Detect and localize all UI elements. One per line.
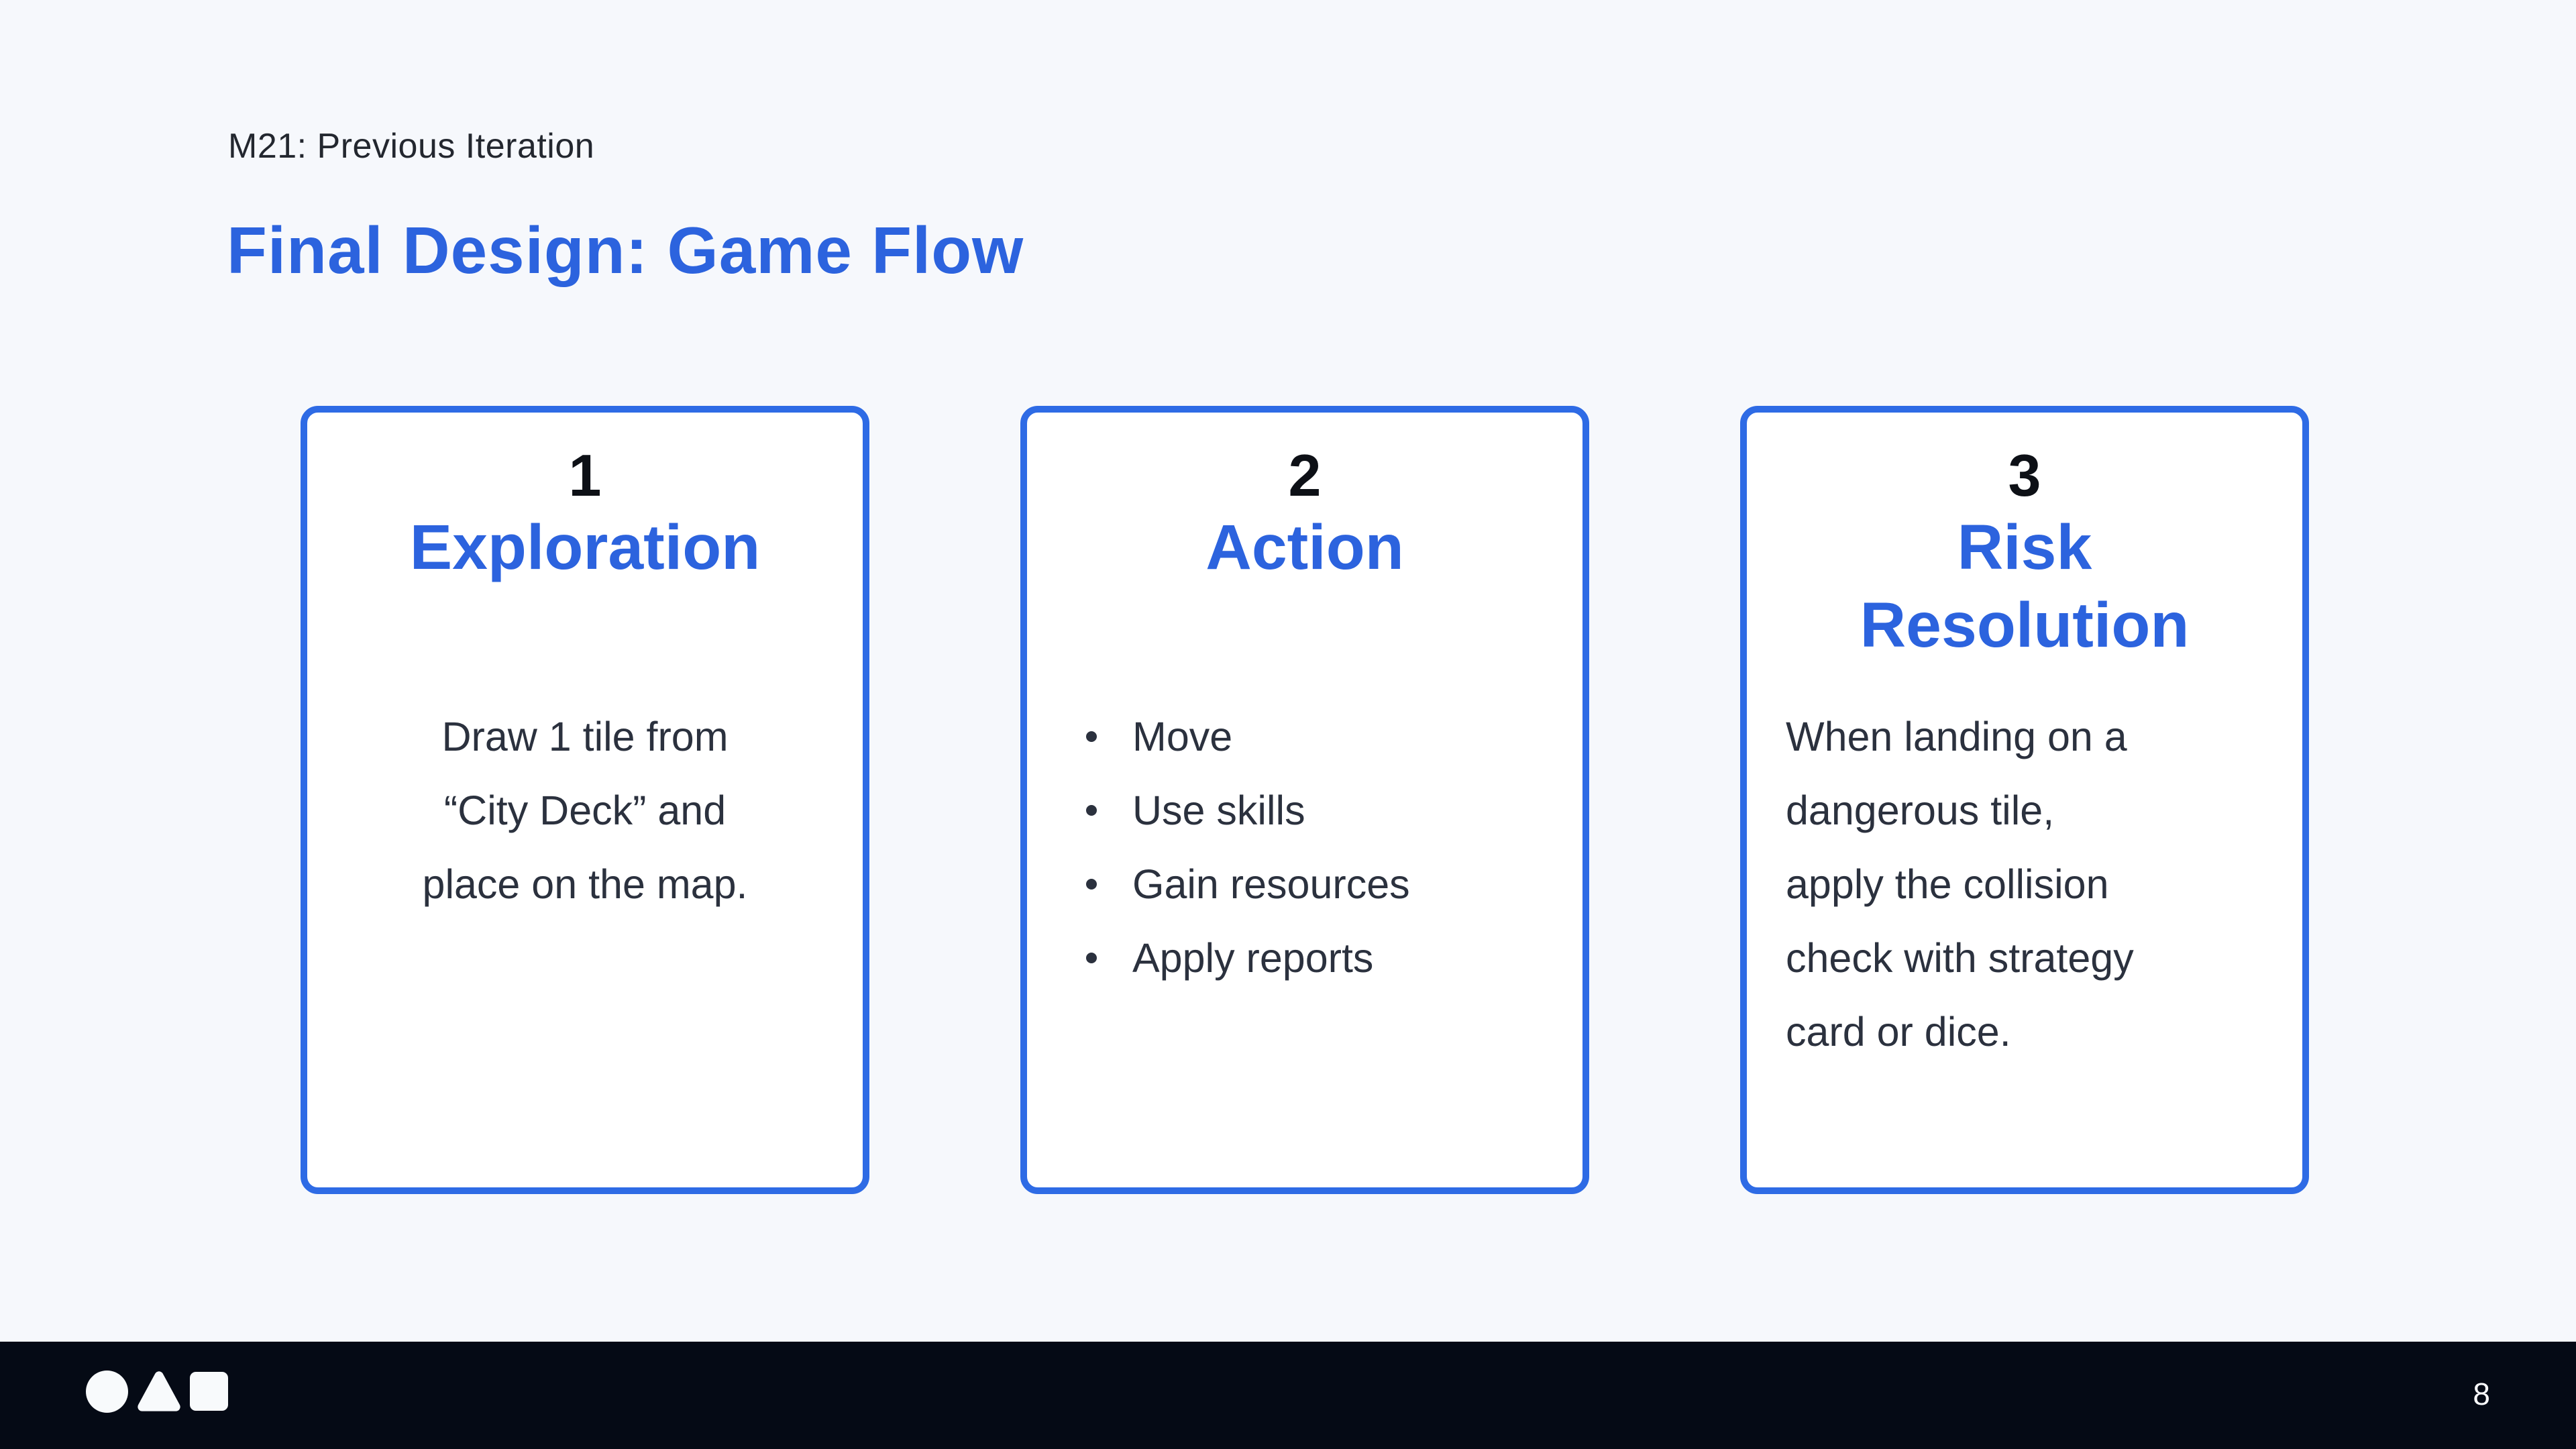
card-title-line: Exploration: [409, 512, 761, 583]
card-number: 2: [1288, 442, 1322, 508]
body-line: dangerous tile,: [1786, 788, 2055, 833]
slide-eyebrow: M21: Previous Iteration: [228, 127, 595, 166]
card-title: Risk Resolution: [1747, 509, 2302, 665]
card-action: 2 Action Move Use skills Gain resources …: [1020, 406, 1589, 1194]
body-line: When landing on a: [1786, 714, 2127, 759]
body-line: apply the collision: [1786, 861, 2109, 907]
footer-bar: 8: [0, 1342, 2576, 1449]
body-line: Draw 1 tile from: [441, 714, 729, 759]
body-line: check with strategy: [1786, 935, 2134, 981]
circle-icon: [86, 1371, 128, 1413]
triangle-icon: [138, 1371, 180, 1411]
body-line: place on the map.: [422, 861, 748, 907]
card-body: When landing on a dangerous tile, apply …: [1747, 700, 2302, 1069]
card-number: 3: [2008, 442, 2041, 508]
body-line: card or dice.: [1786, 1009, 2011, 1055]
bullet-item: Use skills: [1064, 773, 1546, 847]
bullet-list: Move Use skills Gain resources Apply rep…: [1064, 700, 1546, 995]
card-title-line: Risk: [1957, 512, 2092, 583]
brand-logo: [86, 1371, 228, 1413]
page-number: 8: [2473, 1376, 2490, 1411]
card-number: 1: [568, 442, 602, 508]
card-title-line: Resolution: [1860, 589, 2190, 661]
card-risk-resolution: 3 Risk Resolution When landing on a dang…: [1740, 406, 2309, 1194]
card-title: Exploration: [307, 509, 863, 587]
body-line: “City Deck” and: [443, 788, 727, 833]
square-icon: [190, 1372, 228, 1411]
page-title: Final Design: Game Flow: [227, 213, 1024, 287]
bullet-item: Move: [1064, 700, 1546, 773]
card-body: Move Use skills Gain resources Apply rep…: [1027, 700, 1582, 995]
card-body: Draw 1 tile from “City Deck” and place o…: [307, 700, 863, 921]
step-cards: 1 Exploration Draw 1 tile from “City Dec…: [301, 406, 2309, 1194]
bullet-item: Apply reports: [1064, 921, 1546, 995]
card-title-line: Action: [1205, 512, 1404, 583]
card-title: Action: [1027, 509, 1582, 587]
bullet-item: Gain resources: [1064, 847, 1546, 921]
card-exploration: 1 Exploration Draw 1 tile from “City Dec…: [301, 406, 869, 1194]
